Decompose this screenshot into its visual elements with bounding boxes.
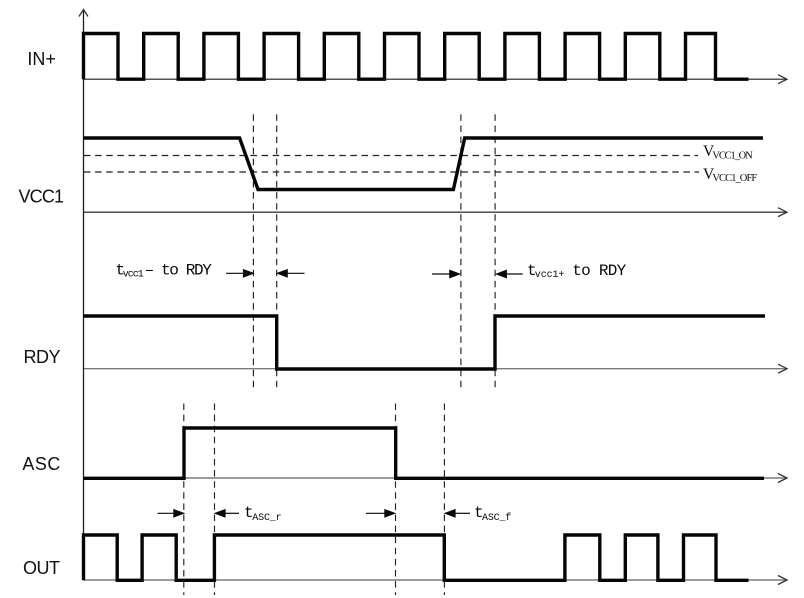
svg-text:RDY: RDY [24, 347, 61, 367]
svg-text:t: t [474, 504, 484, 522]
svg-text:VCC1_ON: VCC1_ON [712, 151, 753, 162]
svg-text:V: V [703, 143, 715, 160]
svg-text:OUT: OUT [23, 558, 60, 578]
svg-text:ASC_f: ASC_f [482, 512, 511, 524]
svg-text:ASC_r: ASC_r [252, 513, 281, 524]
svg-text:vcc1: vcc1 [123, 270, 144, 281]
svg-text:t: t [244, 504, 254, 522]
svg-text:VCC1_OFF: VCC1_OFF [712, 173, 757, 184]
svg-text:– to RDY: – to RDY [145, 262, 213, 280]
svg-text:ASC: ASC [22, 454, 60, 474]
svg-text:to RDY: to RDY [572, 262, 626, 280]
svg-text:t: t [527, 262, 537, 280]
svg-text:vcc1+: vcc1+ [535, 270, 565, 281]
svg-text:V: V [703, 166, 715, 183]
svg-text:VCC1: VCC1 [19, 187, 65, 207]
svg-text:t: t [116, 262, 126, 280]
svg-text:IN+: IN+ [27, 49, 56, 69]
